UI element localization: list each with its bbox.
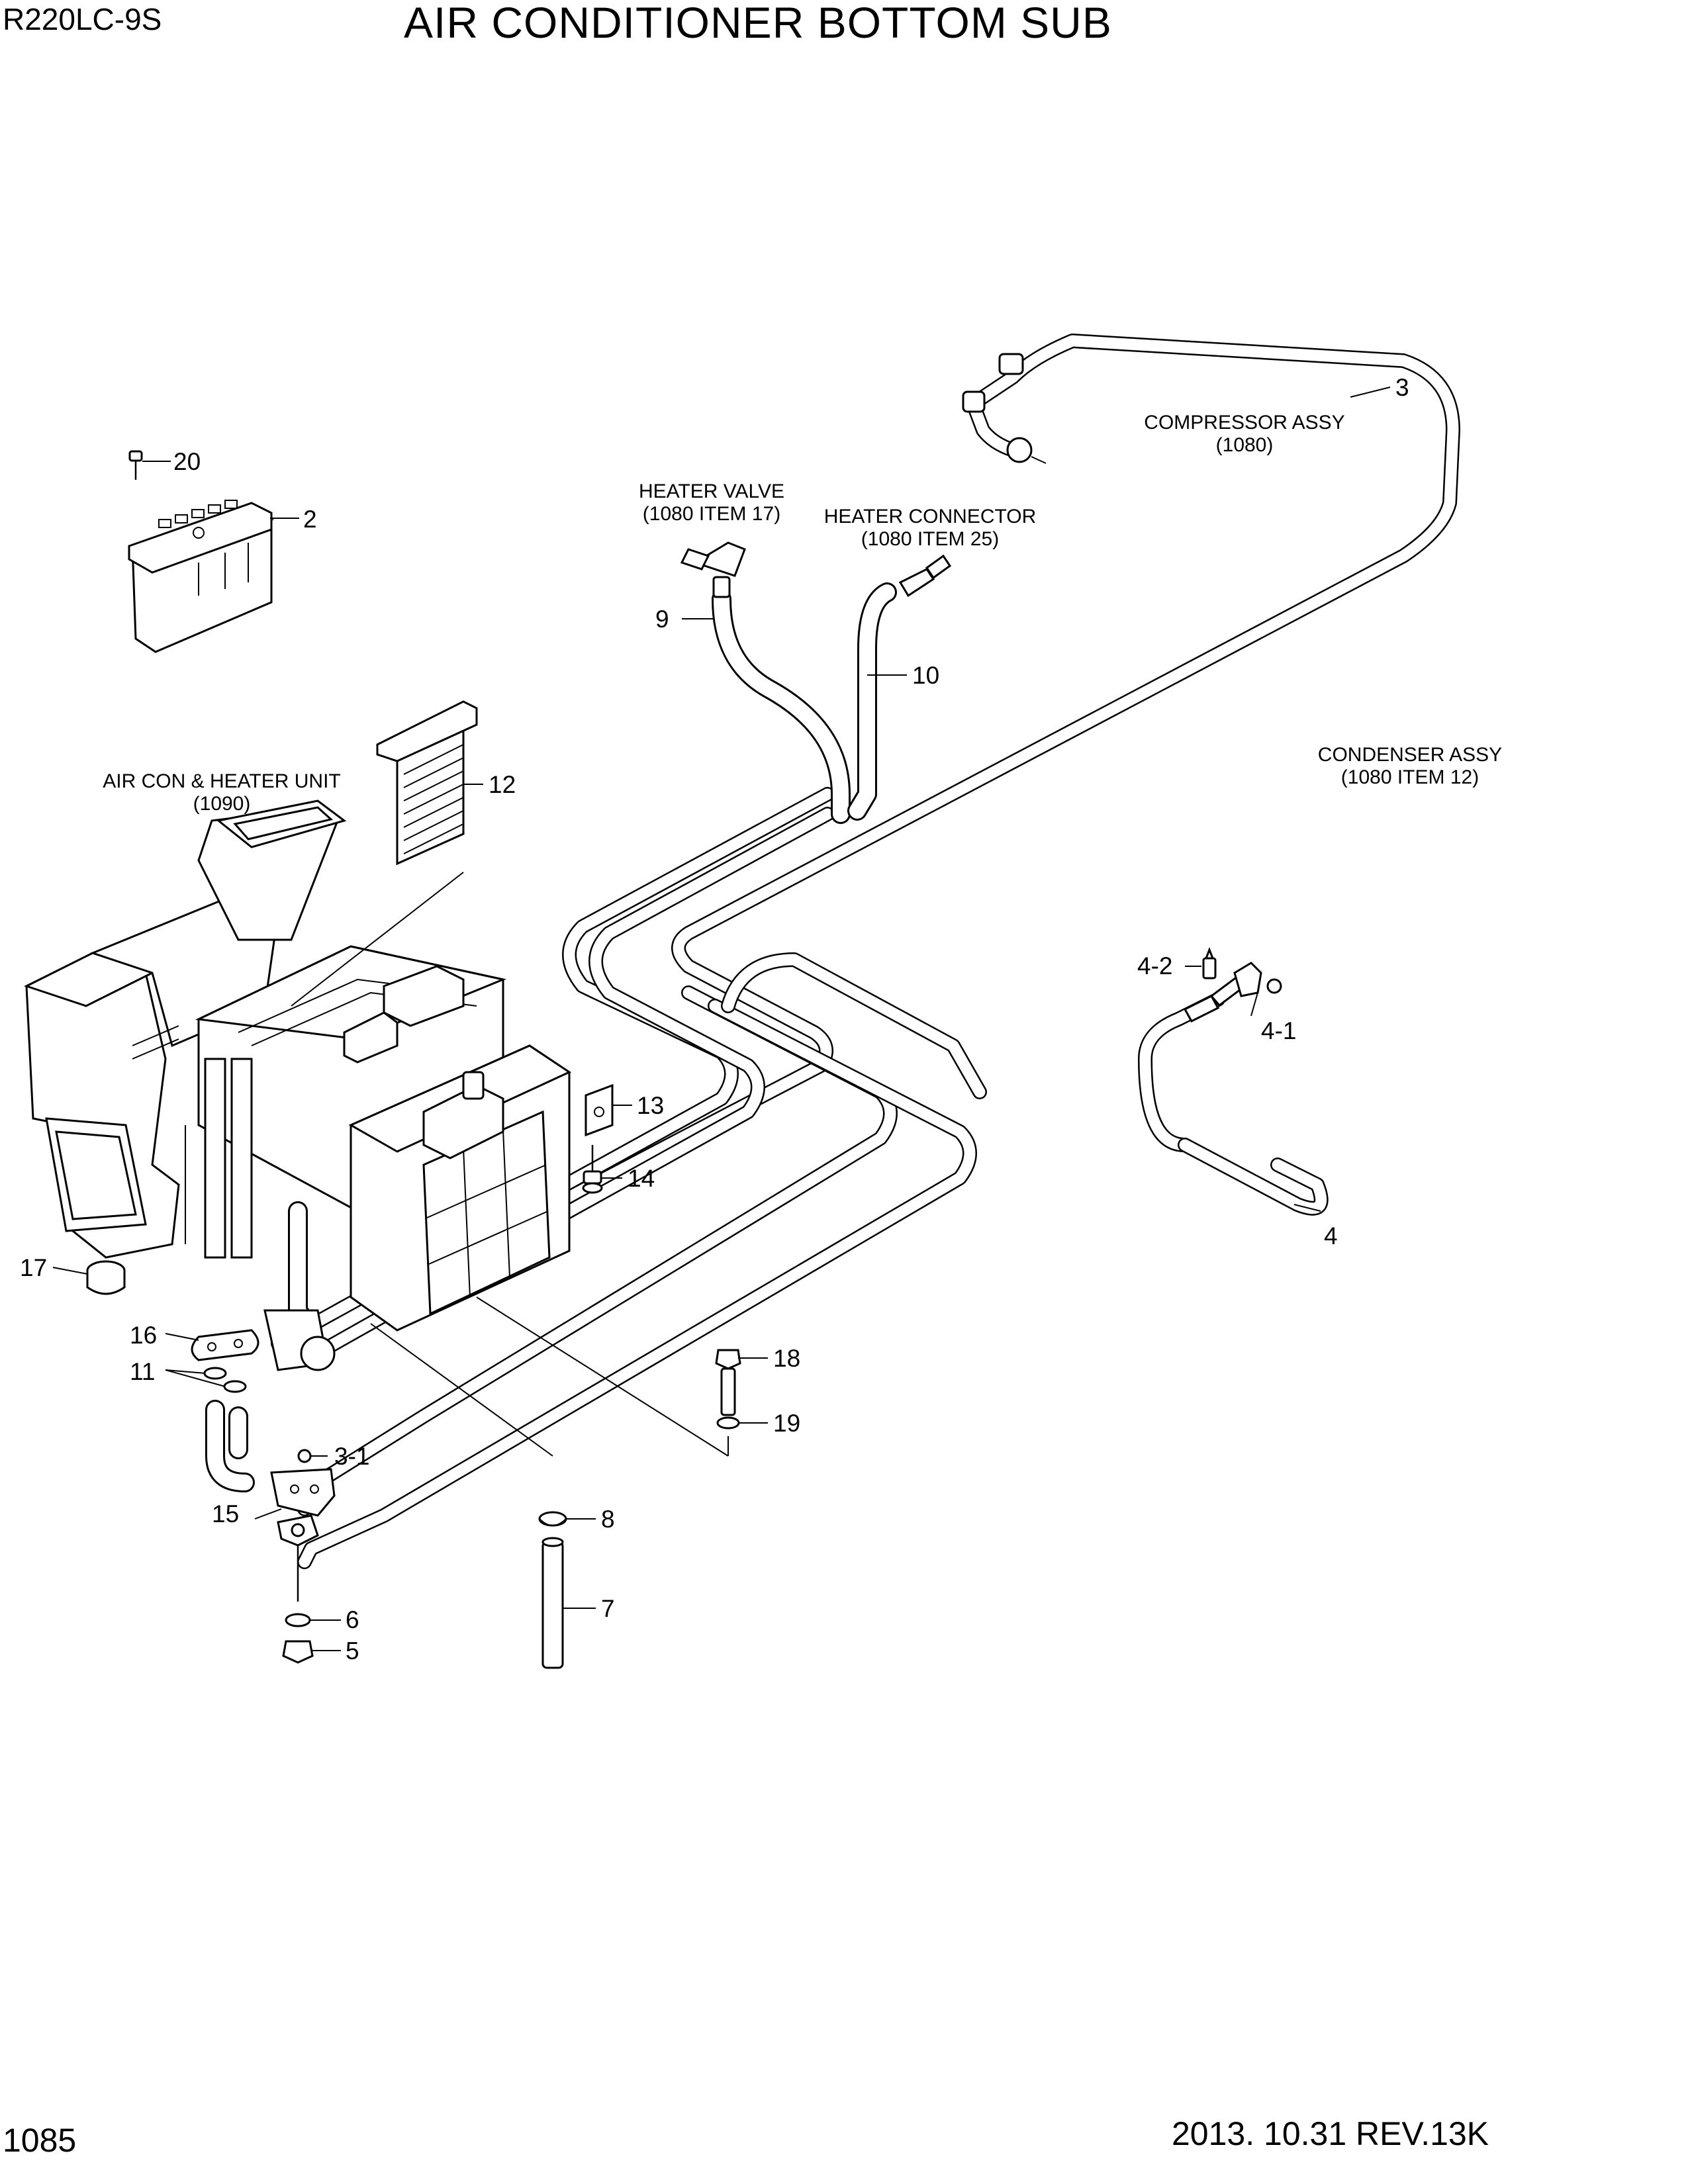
compressor-ref: (1080) bbox=[1216, 434, 1274, 456]
oring-3-1[interactable] bbox=[297, 1449, 312, 1463]
bolt-18[interactable] bbox=[715, 1349, 741, 1416]
page-title: AIR CONDITIONER BOTTOM SUB bbox=[404, 0, 1112, 47]
callout-13[interactable]: 13 bbox=[637, 1092, 664, 1119]
heater-hose-9[interactable] bbox=[712, 589, 851, 824]
callout-18[interactable]: 18 bbox=[773, 1345, 800, 1372]
callout-20[interactable]: 20 bbox=[173, 448, 201, 475]
screw-20[interactable] bbox=[128, 450, 143, 480]
nut-5[interactable] bbox=[282, 1640, 314, 1664]
bracket-13[interactable] bbox=[585, 1083, 614, 1137]
callout-9[interactable]: 9 bbox=[655, 606, 669, 633]
callout-4[interactable]: 4 bbox=[1324, 1222, 1338, 1250]
callout-5[interactable]: 5 bbox=[346, 1637, 359, 1664]
callout-4-1[interactable]: 4-1 bbox=[1261, 1017, 1296, 1044]
model-label: R220LC-9S bbox=[3, 2, 162, 36]
callout-3-1[interactable]: 3-1 bbox=[334, 1443, 369, 1470]
condenser-note: CONDENSER ASSY bbox=[1318, 744, 1502, 766]
drain-pipe-7[interactable] bbox=[541, 1537, 564, 1669]
compressor-note: COMPRESSOR ASSY bbox=[1144, 412, 1344, 433]
heater-hose-10[interactable] bbox=[847, 582, 897, 821]
heater-connector-note: HEATER CONNECTOR bbox=[824, 506, 1037, 527]
callout-12[interactable]: 12 bbox=[489, 771, 516, 798]
compressor-fittings[interactable] bbox=[962, 353, 1047, 464]
heater-connector-ref: (1080 ITEM 25) bbox=[861, 528, 999, 550]
callout-15[interactable]: 15 bbox=[212, 1500, 239, 1527]
callout-19[interactable]: 19 bbox=[773, 1410, 800, 1437]
callout-14[interactable]: 14 bbox=[628, 1165, 655, 1192]
block-fitting[interactable] bbox=[277, 1514, 319, 1602]
callout-16[interactable]: 16 bbox=[130, 1322, 157, 1349]
heater-valve-ref: (1080 ITEM 17) bbox=[643, 503, 780, 525]
leader-lines bbox=[52, 387, 1391, 1651]
washer-19[interactable] bbox=[716, 1416, 740, 1430]
tube-bundle[interactable] bbox=[271, 787, 987, 1569]
callout-10[interactable]: 10 bbox=[912, 662, 939, 689]
page-number: 1085 bbox=[3, 2122, 77, 2159]
condenser-ref: (1080 ITEM 12) bbox=[1341, 766, 1479, 788]
revision-date: 2013. 10.31 REV.13K bbox=[1172, 2115, 1489, 2152]
control-panel[interactable] bbox=[128, 500, 275, 653]
plate-15[interactable] bbox=[270, 1468, 336, 1517]
callout-7[interactable]: 7 bbox=[601, 1595, 615, 1622]
cap-4-1[interactable] bbox=[1233, 962, 1282, 997]
aircon-unit-ref: (1090) bbox=[193, 793, 251, 815]
callout-11[interactable]: 11 bbox=[130, 1358, 155, 1385]
callout-2[interactable]: 2 bbox=[303, 506, 317, 533]
filter-12[interactable] bbox=[376, 700, 478, 866]
callout-17[interactable]: 17 bbox=[20, 1254, 47, 1281]
heater-valve[interactable] bbox=[680, 541, 746, 598]
aircon-unit-note: AIR CON & HEATER UNIT bbox=[103, 770, 340, 792]
callout-8[interactable]: 8 bbox=[601, 1506, 615, 1533]
callout-3[interactable]: 3 bbox=[1395, 374, 1409, 401]
condenser-line-4[interactable] bbox=[1138, 974, 1329, 1216]
clamp-8[interactable] bbox=[538, 1511, 567, 1527]
heater-connector[interactable] bbox=[898, 554, 952, 598]
clamps-11[interactable] bbox=[203, 1367, 247, 1393]
drain-hoses[interactable] bbox=[205, 1400, 255, 1492]
valve-4-2[interactable] bbox=[1202, 946, 1217, 979]
washer-6[interactable] bbox=[285, 1613, 311, 1627]
seal-16[interactable] bbox=[191, 1329, 259, 1361]
callout-4-2[interactable]: 4-2 bbox=[1137, 952, 1172, 979]
grommet-17[interactable] bbox=[86, 1260, 126, 1295]
aircon-heater-unit[interactable] bbox=[24, 799, 572, 1371]
callout-6[interactable]: 6 bbox=[346, 1606, 359, 1633]
heater-valve-note: HEATER VALVE bbox=[639, 480, 784, 502]
compressor-line-3[interactable] bbox=[536, 334, 1460, 1218]
